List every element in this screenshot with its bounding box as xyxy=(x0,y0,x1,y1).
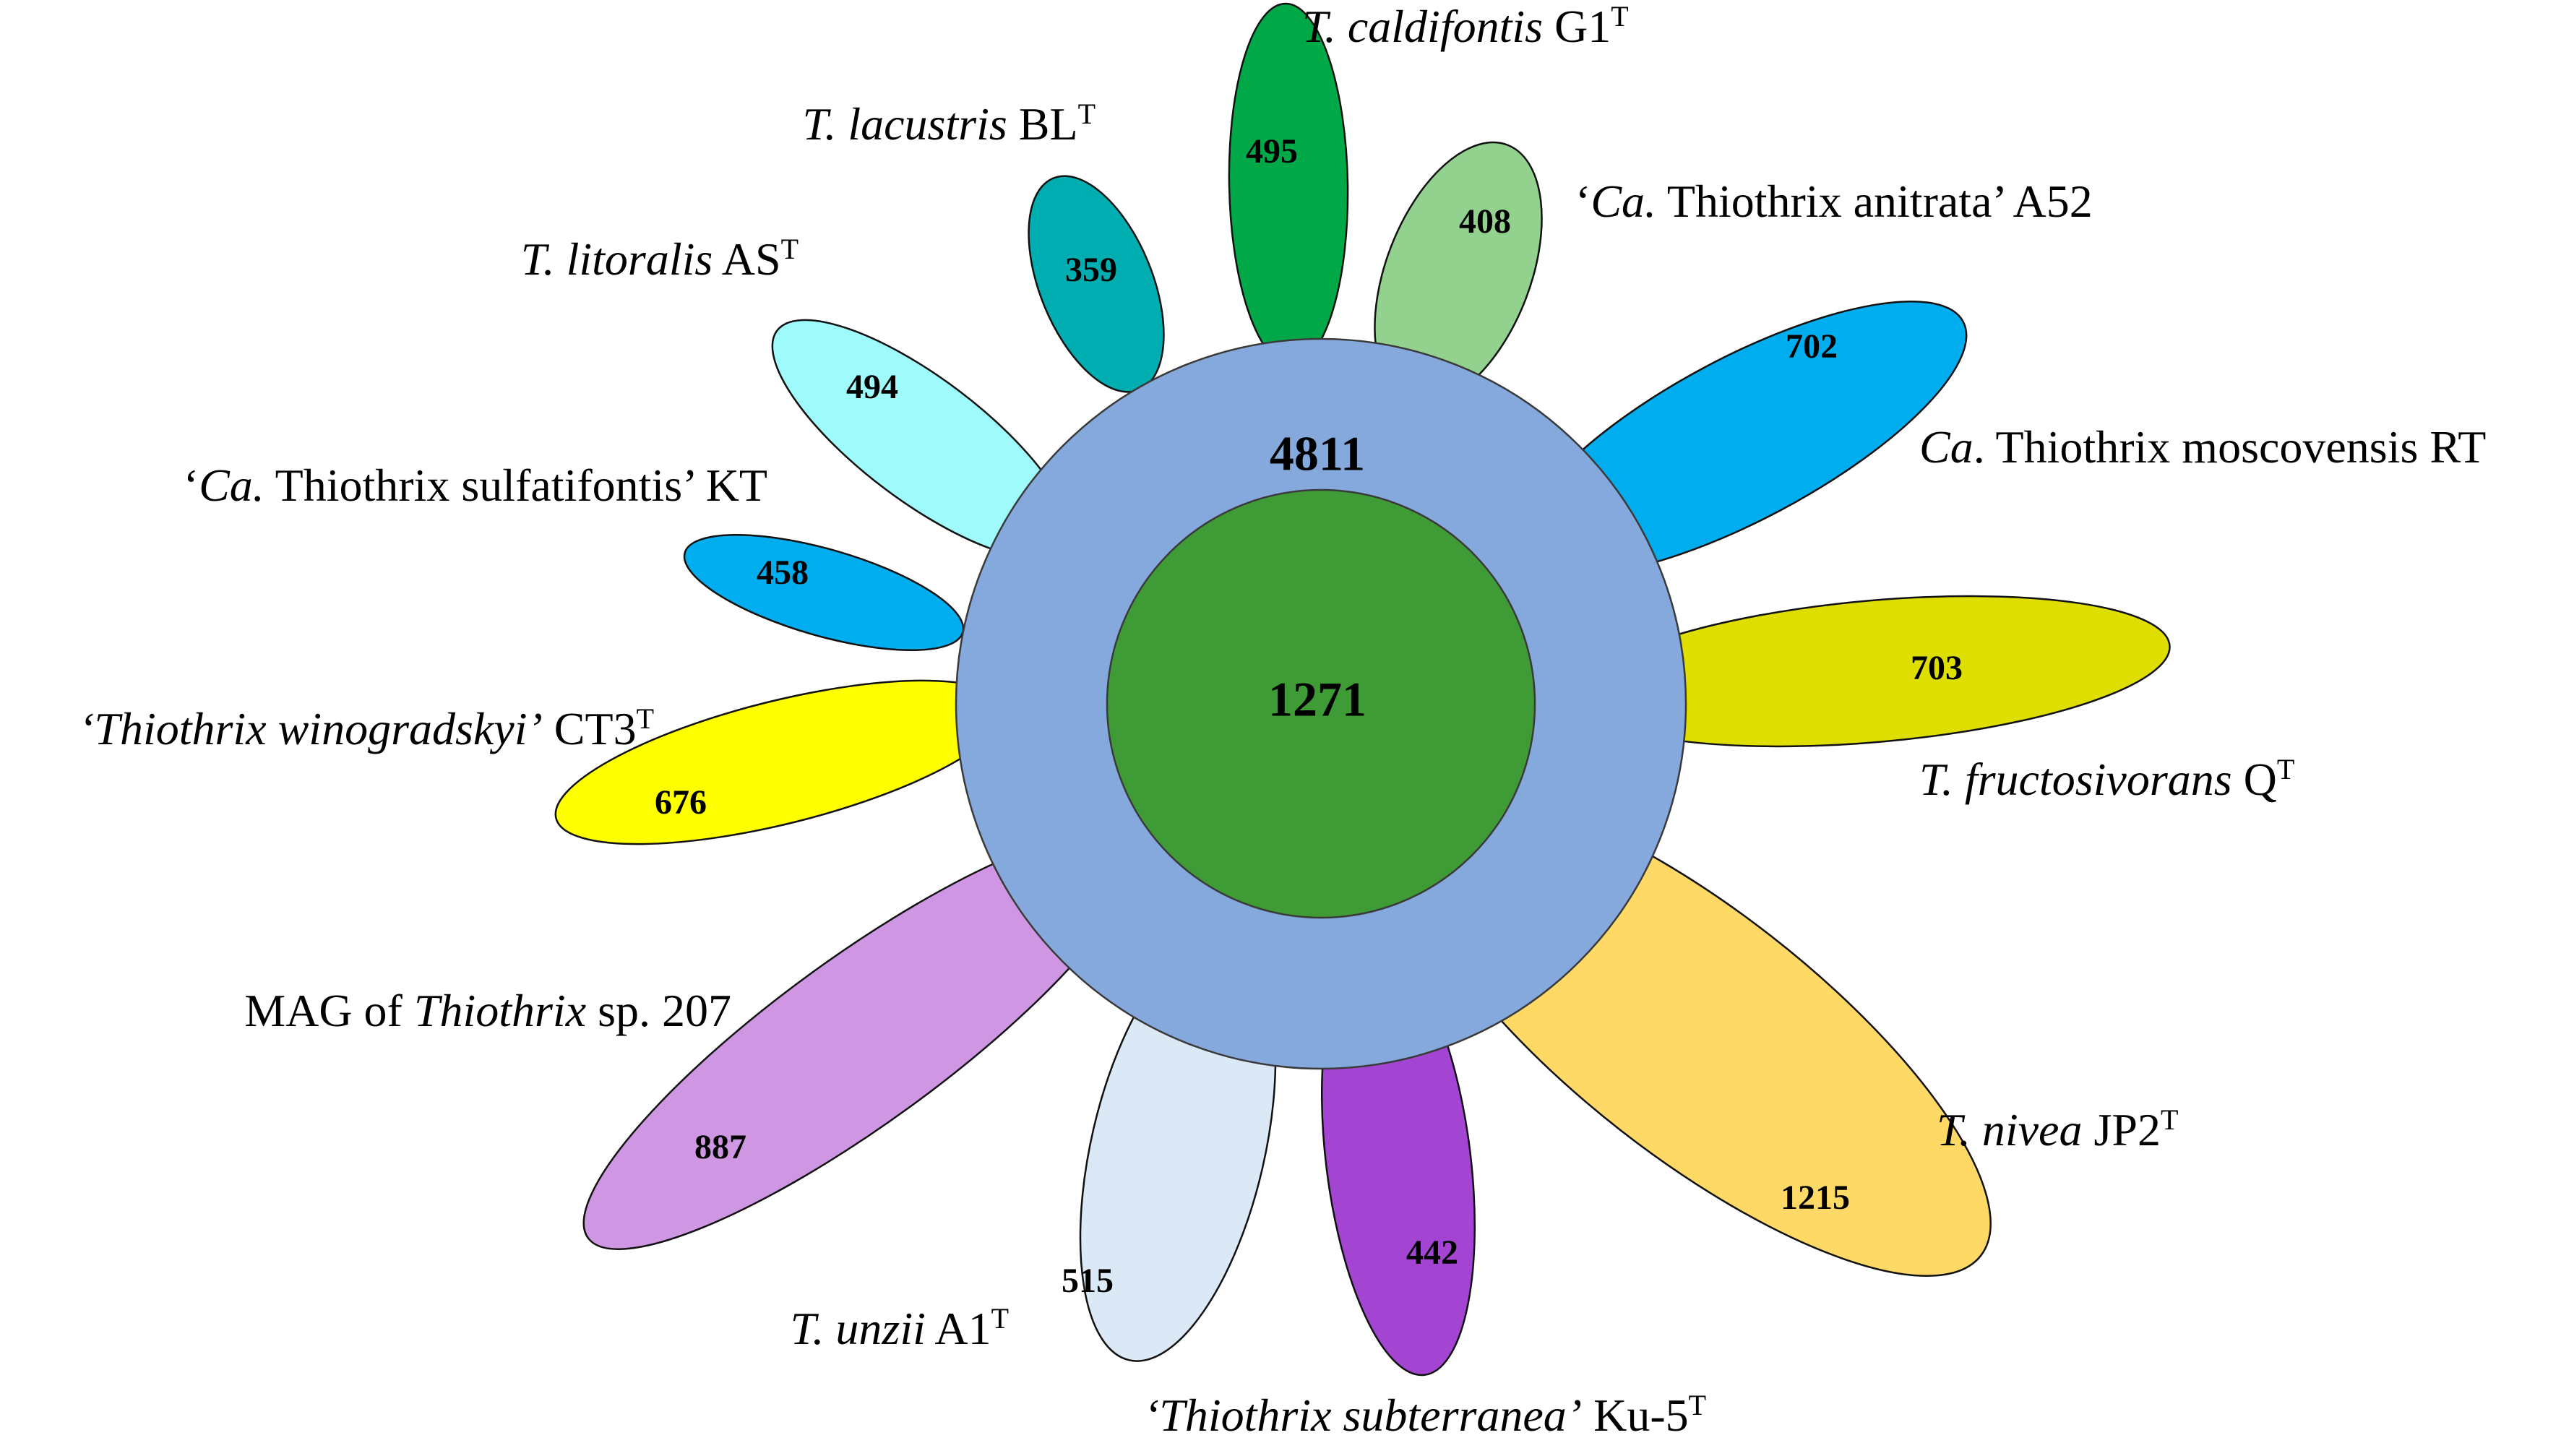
petal-ca-thiothrix-sulfatifontis xyxy=(683,533,965,652)
petal-count-t-caldifontis: 495 xyxy=(1246,132,1298,171)
petal-count-t-unzii: 515 xyxy=(1062,1262,1114,1300)
petal-count-ca-thiothrix-anitrata: 408 xyxy=(1459,202,1511,241)
petal-count-mag-thiothrix-207: 887 xyxy=(694,1128,746,1166)
core-circle xyxy=(1106,488,1536,919)
petal-label-t-litoralis: T. litoralis AST xyxy=(521,233,799,285)
petal-label-t-lacustris: T. lacustris BLT xyxy=(802,98,1096,150)
count-layer: 495 408 702 703 1215 442 515 887 676 458 494 359 xyxy=(655,132,1963,1300)
petal-label-thiothrix-winogradskyi: ‘Thiothrix winogradskyi’ CT3T xyxy=(79,702,654,754)
petal-count-t-nivea: 1215 xyxy=(1781,1179,1850,1217)
petal-thiothrix-winogradskyi xyxy=(554,679,1007,845)
petal-label-ca-thiothrix-sulfatifontis: ‘Ca. Thiothrix sulfatifontis’ KT xyxy=(184,460,767,511)
petal-label-t-nivea: T. nivea JP2T xyxy=(1937,1103,2178,1155)
core-count: 1271 xyxy=(1268,672,1366,727)
petal-label-ca-thiothrix-moscovensis: Ca. Thiothrix moscovensis RT xyxy=(1919,421,2486,473)
petal-count-t-litoralis: 494 xyxy=(846,368,898,406)
petal-count-thiothrix-subterranea: 442 xyxy=(1406,1233,1458,1272)
petal-label-thiothrix-subterranea: ‘Thiothrix subterranea’ Ku-5T xyxy=(1144,1389,1706,1441)
petal-label-mag-thiothrix-207: MAG of Thiothrix sp. 207 xyxy=(244,985,731,1036)
petal-count-t-lacustris: 359 xyxy=(1065,251,1117,289)
petal-label-t-fructosivorans: T. fructosivorans QT xyxy=(1919,753,2294,805)
petal-t-caldifontis xyxy=(1228,2,1349,366)
label-layer: T. caldifontis G1T ‘Ca. Thiothrix anitrat… xyxy=(79,0,2486,1441)
petal-count-ca-thiothrix-moscovensis: 702 xyxy=(1786,327,1838,366)
petal-label-t-unzii: T. unzii A1T xyxy=(791,1302,1009,1354)
shell-count: 4811 xyxy=(1270,426,1365,481)
petal-count-thiothrix-winogradskyi: 676 xyxy=(655,783,707,822)
petal-label-t-caldifontis: T. caldifontis G1T xyxy=(1302,0,1629,52)
petal-count-t-fructosivorans: 703 xyxy=(1911,649,1963,687)
petal-count-ca-thiothrix-sulfatifontis: 458 xyxy=(757,553,809,592)
petal-label-ca-thiothrix-anitrata: ‘Ca. Thiothrix anitrata’ A52 xyxy=(1575,176,2093,227)
